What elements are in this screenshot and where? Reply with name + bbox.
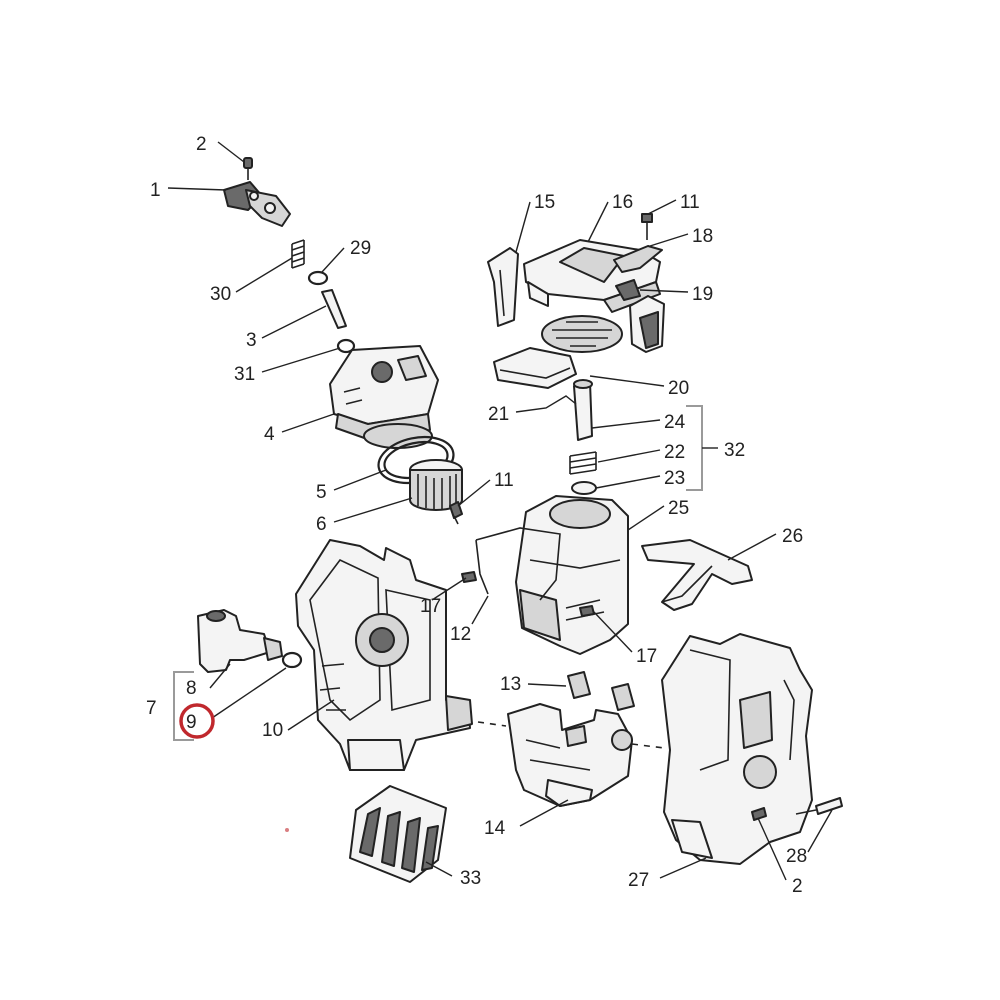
part-19-spring-clip xyxy=(615,279,641,301)
callout-25: 25 xyxy=(668,498,689,519)
part-15-flap xyxy=(487,247,519,327)
part-33-grille xyxy=(349,785,447,883)
part-13-blocks xyxy=(567,671,635,711)
callout-32: 32 xyxy=(724,440,745,461)
callout-15: 15 xyxy=(534,192,555,213)
callout-33: 33 xyxy=(460,868,481,889)
callout-30: 30 xyxy=(210,284,231,305)
callout-13: 13 xyxy=(500,674,521,695)
part-11-screw-left xyxy=(449,501,463,525)
part-7-kit-bracket xyxy=(173,671,194,741)
part-17-screw-right xyxy=(579,605,595,617)
callout-7: 7 xyxy=(146,698,157,719)
highlight-ring xyxy=(179,703,215,739)
part-22-spring xyxy=(569,451,597,475)
part-31-o-ring xyxy=(336,338,356,354)
part-21-tray xyxy=(493,347,577,389)
dashed-alignment xyxy=(477,721,665,749)
callout-31: 31 xyxy=(234,364,255,385)
part-29-o-ring xyxy=(307,270,329,286)
callout-26: 26 xyxy=(782,526,803,547)
callout-12: 12 xyxy=(450,624,471,645)
stray-dot xyxy=(285,828,289,832)
callout-22: 22 xyxy=(664,442,685,463)
part-23-washer xyxy=(571,481,597,495)
callout-8: 8 xyxy=(186,678,197,699)
callout-9: 9 xyxy=(186,712,197,733)
callout-1: 1 xyxy=(150,180,161,201)
callout-29: 29 xyxy=(350,238,371,259)
part-10-side-frame xyxy=(295,539,473,771)
callout-14: 14 xyxy=(484,818,506,839)
callout-17-left: 17 xyxy=(420,596,441,617)
callout-28: 28 xyxy=(786,846,807,867)
callout-2: 2 xyxy=(196,134,207,155)
callout-18: 18 xyxy=(692,226,713,247)
callout-27: 27 xyxy=(628,870,649,891)
side-lever-hopper xyxy=(629,295,665,353)
callout-3: 3 xyxy=(246,330,257,351)
part-17-screw-left xyxy=(461,571,477,583)
part-6-filter-cylinder xyxy=(409,459,463,511)
part-20-grinder-disc xyxy=(541,315,623,353)
part-27-chassis xyxy=(661,633,813,865)
callout-11-top: 11 xyxy=(680,192,700,213)
callout-17-right: 17 xyxy=(636,646,657,667)
part-28-long-screw xyxy=(795,797,843,815)
callout-5: 5 xyxy=(316,482,327,503)
part-2-screw-top xyxy=(243,157,253,180)
callout-24: 24 xyxy=(664,412,686,433)
part-3-pin xyxy=(321,289,347,329)
callout-2-bottom: 2 xyxy=(792,876,803,897)
part-8-fitting-elbow xyxy=(197,609,283,673)
callout-20: 20 xyxy=(668,378,689,399)
leader-lines xyxy=(167,141,833,881)
part-25-brew-housing xyxy=(515,495,629,655)
part-2-screw-bottom xyxy=(751,807,767,821)
part-14-carriage xyxy=(507,703,633,807)
part-30-spring xyxy=(291,239,305,269)
part-18-latch xyxy=(613,245,663,273)
bracket-32 xyxy=(686,405,718,491)
callout-16: 16 xyxy=(612,192,633,213)
callout-21: 21 xyxy=(488,404,509,425)
callout-10: 10 xyxy=(262,720,283,741)
callout-6: 6 xyxy=(316,514,327,535)
callout-4: 4 xyxy=(264,424,275,445)
callout-labels: 2 1 30 29 3 31 4 5 6 11 15 16 11 18 19 2… xyxy=(146,134,807,897)
part-1-valve-lever xyxy=(223,181,291,227)
callout-19: 19 xyxy=(692,284,713,305)
part-9-o-ring xyxy=(281,651,303,669)
part-11-screw-top xyxy=(641,213,653,240)
part-24-shaft xyxy=(573,379,593,441)
callout-11-left: 11 xyxy=(494,470,514,491)
part-26-lever-arm xyxy=(641,539,753,611)
callout-23: 23 xyxy=(664,468,685,489)
part-12-wire-bracket xyxy=(475,527,561,601)
part-4-valve-body xyxy=(329,345,439,449)
